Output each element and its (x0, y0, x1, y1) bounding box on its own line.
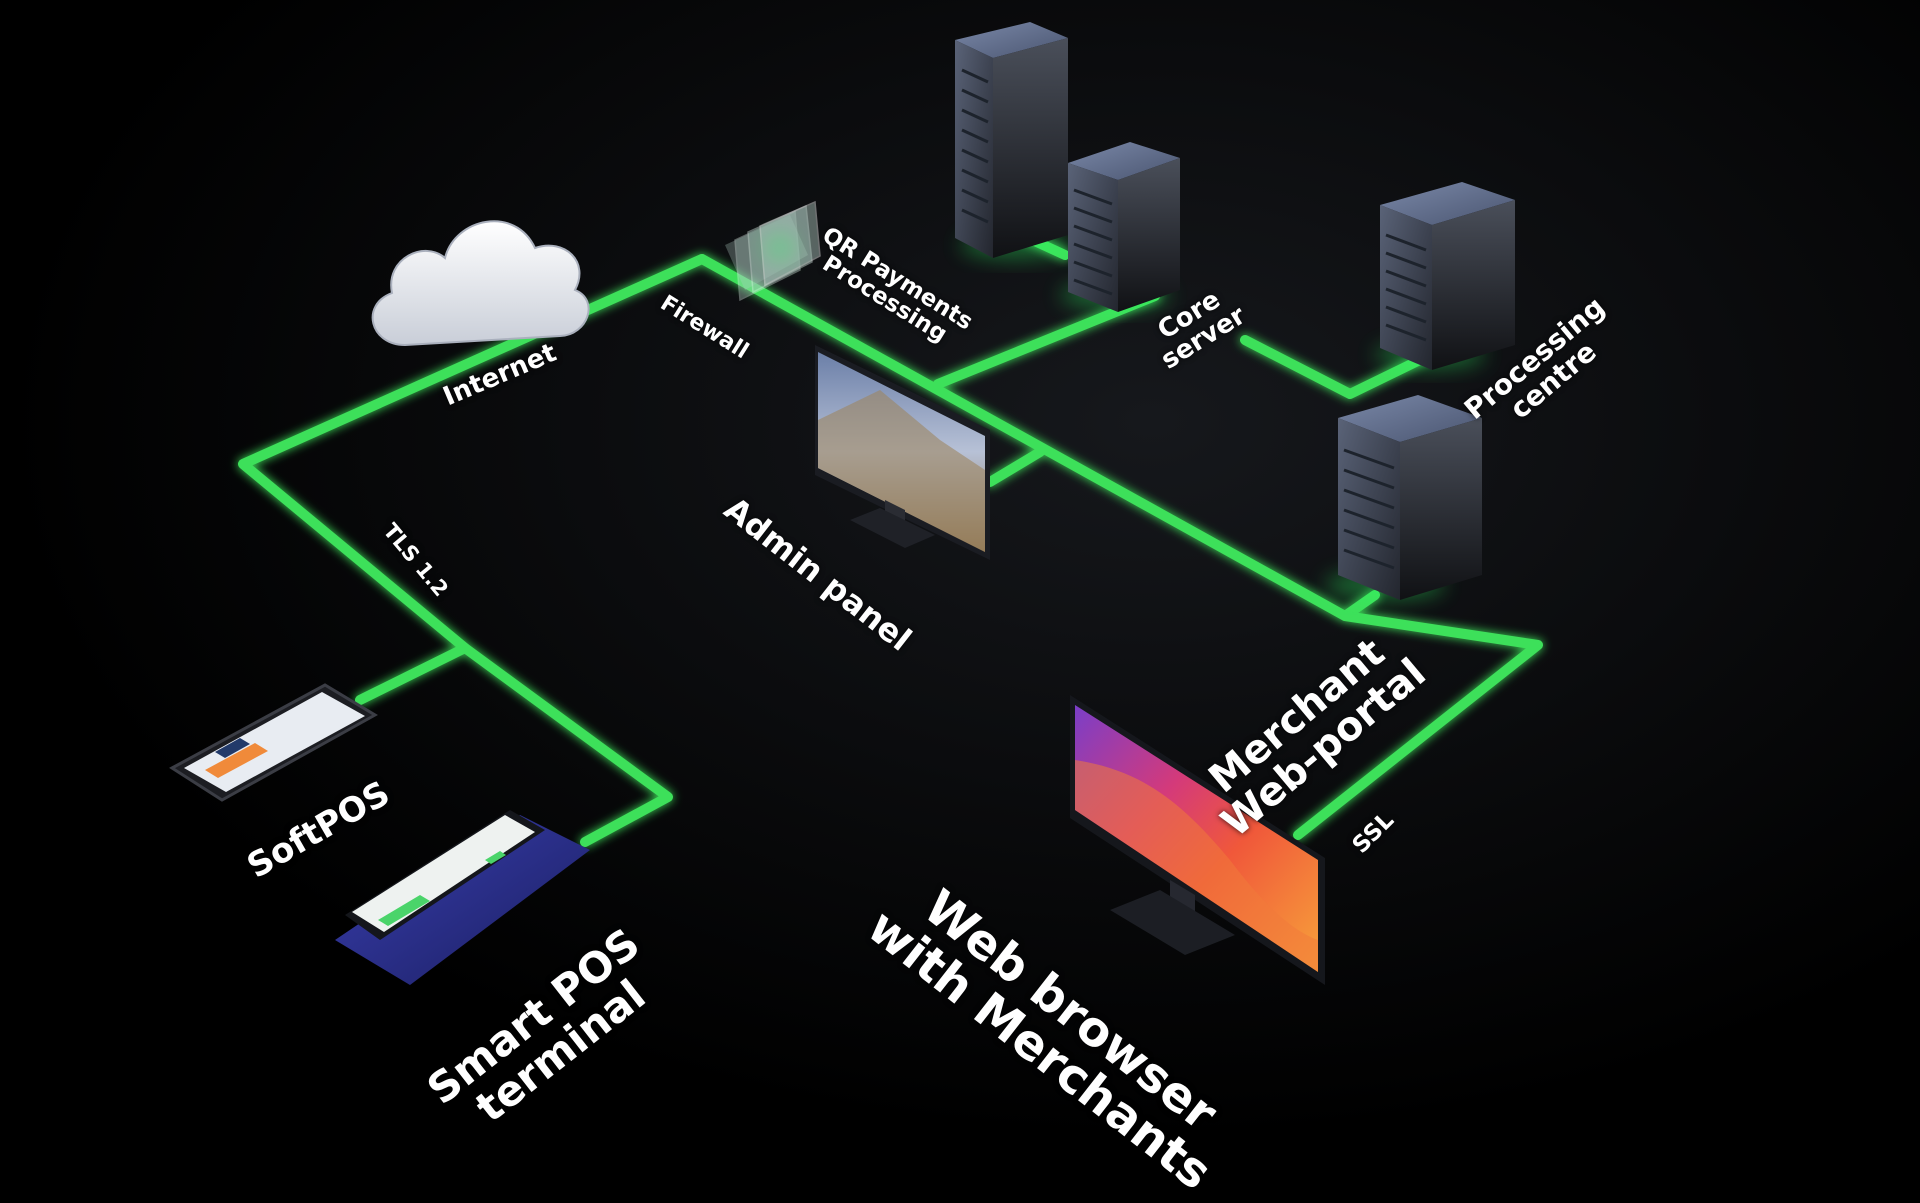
link-core-processing (1240, 335, 1435, 399)
network-links (238, 227, 1543, 847)
server-rack-qr (955, 22, 1070, 259)
server-rack-core (1060, 142, 1180, 312)
server-rack-processing (1375, 182, 1515, 370)
firewall-icon (725, 200, 821, 302)
web-browser-monitor-icon (1070, 695, 1325, 985)
link-softpos (355, 643, 470, 705)
admin-panel-monitor-icon (815, 345, 990, 560)
server-rack-merchant (1325, 395, 1482, 600)
pos-terminal-icon (335, 810, 590, 985)
link-firewall-merchant (697, 254, 1543, 840)
cloud-icon (371, 220, 590, 347)
link-admin-panel (985, 447, 1045, 487)
smartphone-icon (169, 683, 378, 802)
